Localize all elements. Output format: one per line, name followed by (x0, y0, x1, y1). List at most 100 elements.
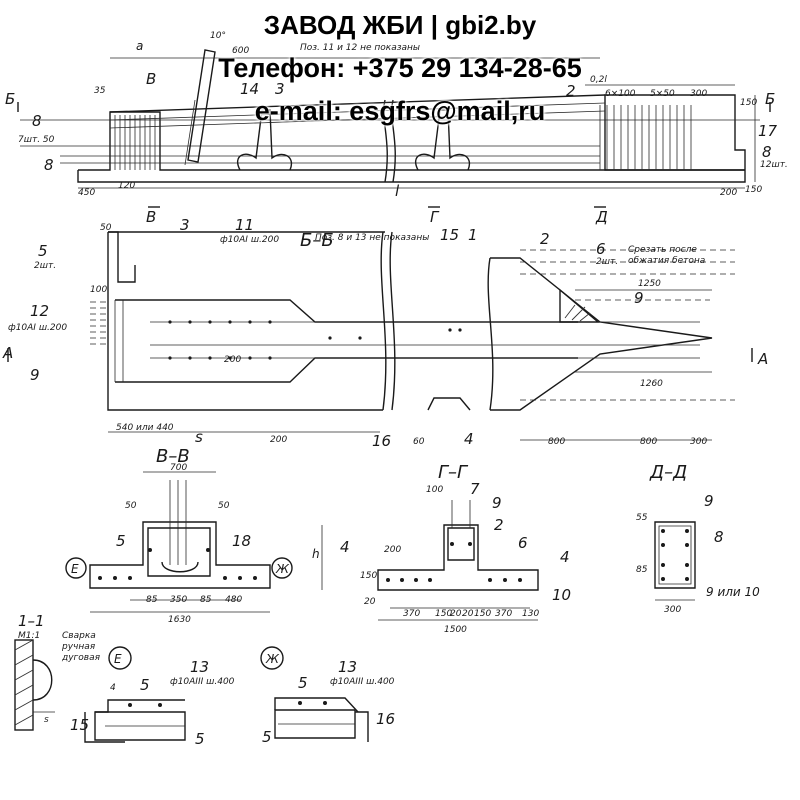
dim-label: 85 (636, 565, 648, 575)
position-label: 12шт. (760, 160, 788, 170)
position-label: 1 (468, 226, 478, 244)
detail-e: Е 13 4 5 15 5 ф10АIII ш.400 (70, 646, 235, 748)
section-v: В–В 700 50 50 85 350 85 480 1630 5 18 Е … (65, 446, 293, 625)
position-label: 2 (540, 230, 550, 248)
position-label: 15 (440, 226, 459, 244)
section-mark: Д (595, 208, 608, 226)
dim-label: 55 (636, 513, 648, 523)
dim-label: 300 (690, 437, 707, 447)
section-title: 1–1 (18, 612, 45, 630)
dim-label: s (195, 428, 203, 446)
position-label: 4 (560, 548, 570, 566)
dim-label: 200 (720, 188, 737, 198)
dim-label: 150 (435, 609, 452, 619)
dim-label: 100 (426, 485, 443, 495)
dim-label: 50 (218, 501, 230, 511)
dim-label: 450 (78, 188, 95, 198)
dim-label: 480 (225, 595, 242, 605)
phone-line: Телефон: +375 29 134-28-65 (218, 53, 582, 83)
position-label: 5 (140, 676, 150, 694)
position-label: 14 (240, 80, 259, 98)
position-label: 9 (634, 289, 644, 307)
dim-label: h (312, 547, 320, 561)
company-name: ЗАВОД ЖБИ | gbi2.by (263, 10, 537, 40)
dim-label: 130 (522, 609, 539, 619)
plan-view: Б–Б Поз. 8 и 13 не показаны Срезать посл… (2, 216, 768, 450)
position-label: 13 (338, 658, 357, 676)
position-label: 6 (596, 240, 606, 258)
section-d: Д–Д 55 85 300 9 8 9 или 10 (636, 462, 760, 615)
email-line: e-mail: esgfrs@mail,ru (254, 96, 546, 126)
position-label: 8 (762, 143, 772, 161)
detail-zh: Ж 13 5 5 16 ф10АIII ш.400 (260, 646, 395, 746)
section-title: В–В (156, 446, 190, 467)
dim-label: 700 (170, 463, 187, 473)
section-mark: Б (5, 90, 15, 108)
dim-label: 1500 (444, 625, 467, 635)
dim-label: 600 (232, 46, 249, 56)
position-label: 15 (70, 716, 89, 734)
dim-label: s (44, 715, 49, 725)
section-title: Д–Д (649, 462, 687, 483)
rebar-label: ф10АI ш.200 (220, 235, 279, 245)
position-label: 4 (340, 538, 350, 556)
position-label: 12 (30, 302, 49, 320)
note-label: ручная (61, 642, 96, 652)
note-label: Сварка (62, 631, 96, 641)
position-label: 13 (190, 658, 209, 676)
dim-label: 20 (364, 597, 376, 607)
elevation-view: a 10° 600 35 6×100 5×50 300 150 0,2l 450… (5, 31, 788, 226)
detail-1-1: 1–1 М1:1 Сварка ручная дуговая s (14, 612, 101, 731)
rebar-label: ф10АIII ш.400 (330, 677, 395, 687)
position-label: 9 (492, 494, 502, 512)
position-label: 2 (494, 516, 504, 534)
dim-label: a (136, 39, 143, 53)
rebar-label: ф10АIII ш.400 (170, 677, 235, 687)
dim-label: 150 (474, 609, 491, 619)
dim-label: 120 (118, 181, 135, 191)
position-label: 5 (298, 674, 308, 692)
note-label: Срезать после (628, 245, 697, 255)
note-label: Поз. 11 и 12 не показаны (300, 43, 420, 53)
position-label: 16 (376, 710, 395, 728)
section-mark: А (757, 350, 768, 368)
position-label: 7 (470, 480, 480, 498)
position-label: 17 (758, 122, 778, 140)
position-label: 2шт. (596, 257, 618, 267)
position-label: 9 или 10 (706, 585, 760, 599)
dim-label: 150 (740, 98, 757, 108)
position-label: 9 (30, 366, 40, 384)
dim-label: 800 (640, 437, 657, 447)
dim-label: 540 или 440 (116, 423, 174, 433)
dim-label: l (395, 182, 400, 200)
position-label: 5 (38, 242, 48, 260)
scale-label: М1:1 (18, 631, 40, 641)
position-label: 2 (566, 82, 576, 100)
position-label: 3 (275, 80, 285, 98)
position-label: 8 (32, 112, 42, 130)
position-label: 3 (180, 216, 190, 234)
dim-label: 200 (270, 435, 287, 445)
dim-label: 50 (100, 223, 112, 233)
dim-label: 800 (548, 437, 565, 447)
section-g: Г–Г 100 200 h 150 20 370 150 20 20 150 3… (312, 462, 571, 635)
section-title: Б–Б (300, 230, 334, 251)
section-mark: В (146, 208, 156, 226)
rebar-label: ф10АI ш.200 (8, 323, 67, 333)
detail-callout: Ж (275, 562, 290, 576)
note-label: дуговая (61, 653, 101, 663)
position-label: 5 (262, 728, 272, 746)
detail-callout: Е (71, 562, 79, 576)
dim-label: 85 (200, 595, 212, 605)
dim-label: 100 (90, 285, 107, 295)
position-label: 7шт. 50 (18, 135, 55, 145)
position-label: 11 (235, 216, 254, 234)
position-label: 9 (704, 492, 714, 510)
note-label: Поз. 8 и 13 не показаны (315, 233, 429, 243)
dim-label: 20 (450, 609, 462, 619)
position-label: 16 (372, 432, 391, 450)
dim-label: 350 (170, 595, 187, 605)
dim-label: 10° (210, 31, 226, 41)
dim-label: 370 (495, 609, 512, 619)
